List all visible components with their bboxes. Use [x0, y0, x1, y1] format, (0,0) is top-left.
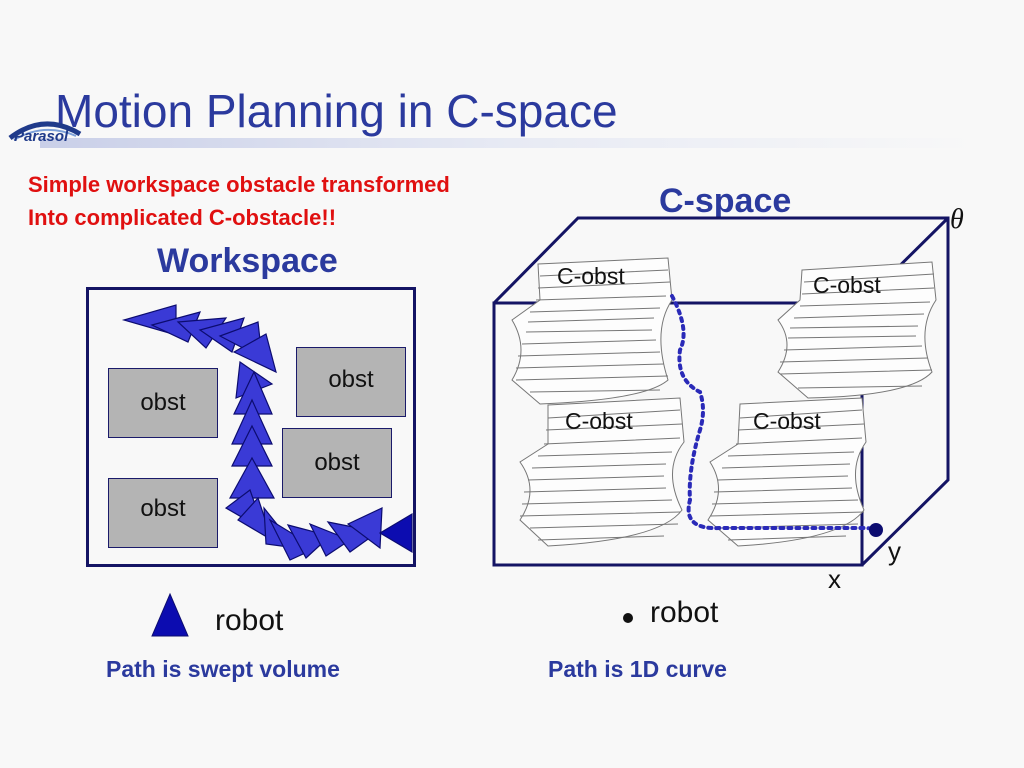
cobst-label: C-obst	[753, 408, 821, 434]
cobst-label: C-obst	[557, 263, 625, 289]
robot-point-icon	[623, 613, 633, 623]
parasol-logo	[8, 121, 82, 141]
title-underline	[40, 138, 980, 148]
cspace-caption: Path is 1D curve	[548, 656, 727, 682]
axis-x-label: x	[828, 564, 841, 594]
swept-robot-path	[121, 304, 413, 561]
robot-triangle-icon	[151, 592, 189, 637]
workspace-caption: Path is swept volume	[106, 656, 340, 682]
slide-title: Motion Planning in C-space	[55, 85, 618, 137]
cobst-stack-back-right	[777, 261, 937, 399]
obstacle-label: obst	[140, 389, 186, 416]
cspace-path-curve	[670, 294, 878, 532]
cobst-stack-back-left	[511, 257, 673, 405]
axis-theta-label: θ	[950, 204, 964, 235]
obstacle-label: obst	[328, 366, 374, 393]
cspace-robot-point	[869, 523, 883, 537]
workspace-obstacle: obst	[108, 478, 218, 548]
cobst-stack-front-left	[519, 397, 685, 547]
obstacle-label: obst	[140, 495, 186, 522]
subtitle-line-2: Into complicated C-obstacle!!	[28, 205, 337, 230]
cobst-label: C-obst	[565, 408, 633, 434]
logo-text: Parasol	[14, 128, 69, 145]
workspace-frame	[86, 287, 416, 567]
cspace-heading: C-space	[659, 182, 792, 220]
cobst-label: C-obst	[813, 272, 881, 298]
workspace-robot-label: robot	[215, 604, 284, 637]
workspace-obstacle: obst	[282, 428, 392, 498]
subtitle-line-1: Simple workspace obstacle transformed	[28, 172, 450, 197]
axis-y-label: y	[888, 536, 901, 566]
workspace-obstacle: obst	[296, 347, 406, 417]
workspace-obstacle: obst	[108, 368, 218, 438]
cobst-stack-front-right	[707, 397, 867, 547]
obstacle-label: obst	[314, 449, 360, 476]
workspace-heading: Workspace	[157, 242, 338, 280]
cspace-robot-label: robot	[650, 596, 719, 629]
